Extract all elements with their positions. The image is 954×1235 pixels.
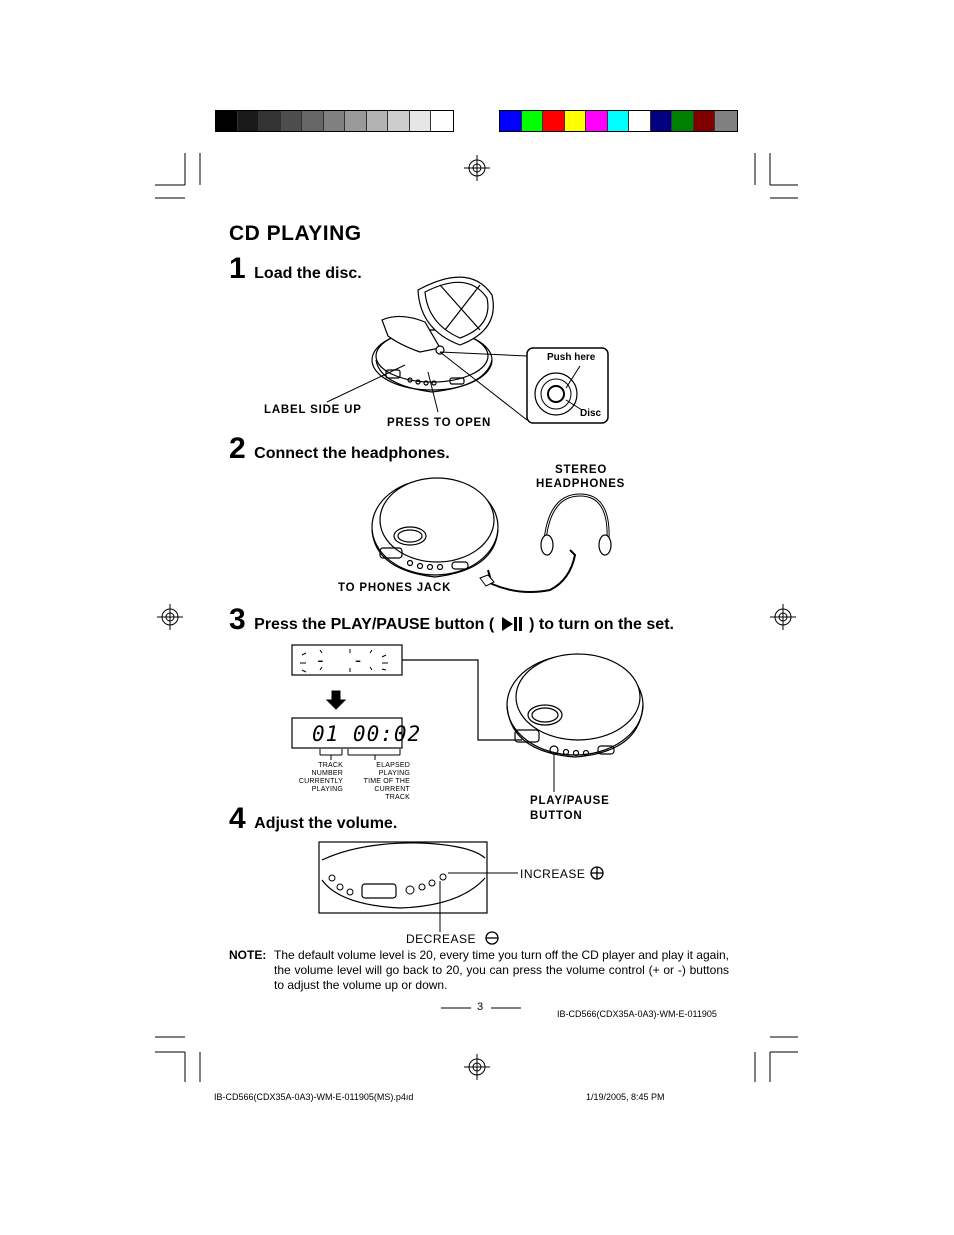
gray-swatch [302,111,324,131]
step-text: Load the disc. [254,265,362,282]
color-swatch [564,111,586,131]
step-number: 3 [229,603,246,636]
gray-swatch [366,111,388,131]
document-code: IB-CD566(CDX35A-0A3)-WM-E-011905 [557,1009,717,1019]
lcd-digits: 01 00:02 [312,722,422,746]
decrease-label: DECREASE [406,932,477,946]
gray-swatch [259,111,281,131]
gray-swatch [388,111,410,131]
step-text: Adjust the volume. [254,815,398,832]
step-number: 1 [229,252,246,285]
gray-swatch [216,111,238,131]
color-swatch [500,111,522,131]
color-swatch [650,111,672,131]
elapsed-time-caption: ELAPSED PLAYING TIME OF THE CURRENT TRAC… [363,762,410,801]
note-body: The default volume level is 20, every ti… [274,948,729,992]
note-heading: NOTE: [229,948,267,962]
page-title: CD PLAYING [229,222,362,245]
color-swatch [715,111,737,131]
gray-swatch [431,111,453,131]
color-calibration-bar [499,110,738,132]
disc-label: Disc [580,408,602,419]
gray-swatch [323,111,345,131]
color-swatch [693,111,715,131]
increase-symbol-icon [590,866,604,880]
cd-player-open-illustration [371,276,494,393]
note-paragraph: NOTE: The default volume level is 20, ev… [229,948,729,993]
gray-swatch [409,111,431,131]
gray-swatch [345,111,367,131]
step-text-after: ) to turn on the set. [529,616,674,633]
press-to-open-label: PRESS TO OPEN [387,417,492,429]
push-here-label: Push here [547,352,596,363]
lcd-displays [291,644,522,760]
increase-label: INCREASE [520,867,586,881]
button-label: BUTTON [530,810,583,822]
to-phones-jack-label: TO PHONES JACK [338,582,452,594]
stereo-label: STEREO [555,464,608,476]
footer-file-name: IB-CD566(CDX35A-0A3)-WM-E-011905(MS).p4ı… [214,1092,414,1102]
color-swatch [607,111,629,131]
gray-swatch [280,111,302,131]
cd-player-illustration-step3 [506,653,644,758]
step-1: 1 Load the disc. [229,252,362,286]
color-swatch [672,111,694,131]
step-2: 2 Connect the headphones. [229,432,450,466]
step-number: 4 [229,802,246,835]
footer-timestamp: 1/19/2005, 8:45 PM [586,1092,665,1102]
decrease-symbol-icon [485,931,499,945]
label-side-up-label: LABEL SIDE UP [264,404,362,416]
lcd-initial-text: - - [315,650,372,671]
play-pause-label: PLAY/PAUSE [530,795,610,807]
step-3: 3 Press the PLAY/PAUSE button ( ) to tur… [229,603,674,637]
gray-swatch [237,111,259,131]
registration-marks [157,155,796,1080]
page-number: 3 [477,1001,484,1013]
headphones-label: HEADPHONES [536,478,626,490]
color-swatch [543,111,565,131]
color-swatch [521,111,543,131]
color-swatch [586,111,608,131]
step-text-before: Press the PLAY/PAUSE button ( [254,616,495,633]
step-4: 4 Adjust the volume. [229,802,397,836]
color-swatch [629,111,651,131]
track-number-caption: TRACK NUMBER CURRENTLY PLAYING [298,762,343,793]
play-pause-icon [499,616,525,631]
cd-player-headphones-illustration [371,477,612,578]
volume-closeup-illustration [318,841,518,932]
step-number: 2 [229,432,246,465]
step-text: Connect the headphones. [254,445,450,462]
push-here-inset [526,347,609,424]
grayscale-calibration-bar [215,110,454,132]
